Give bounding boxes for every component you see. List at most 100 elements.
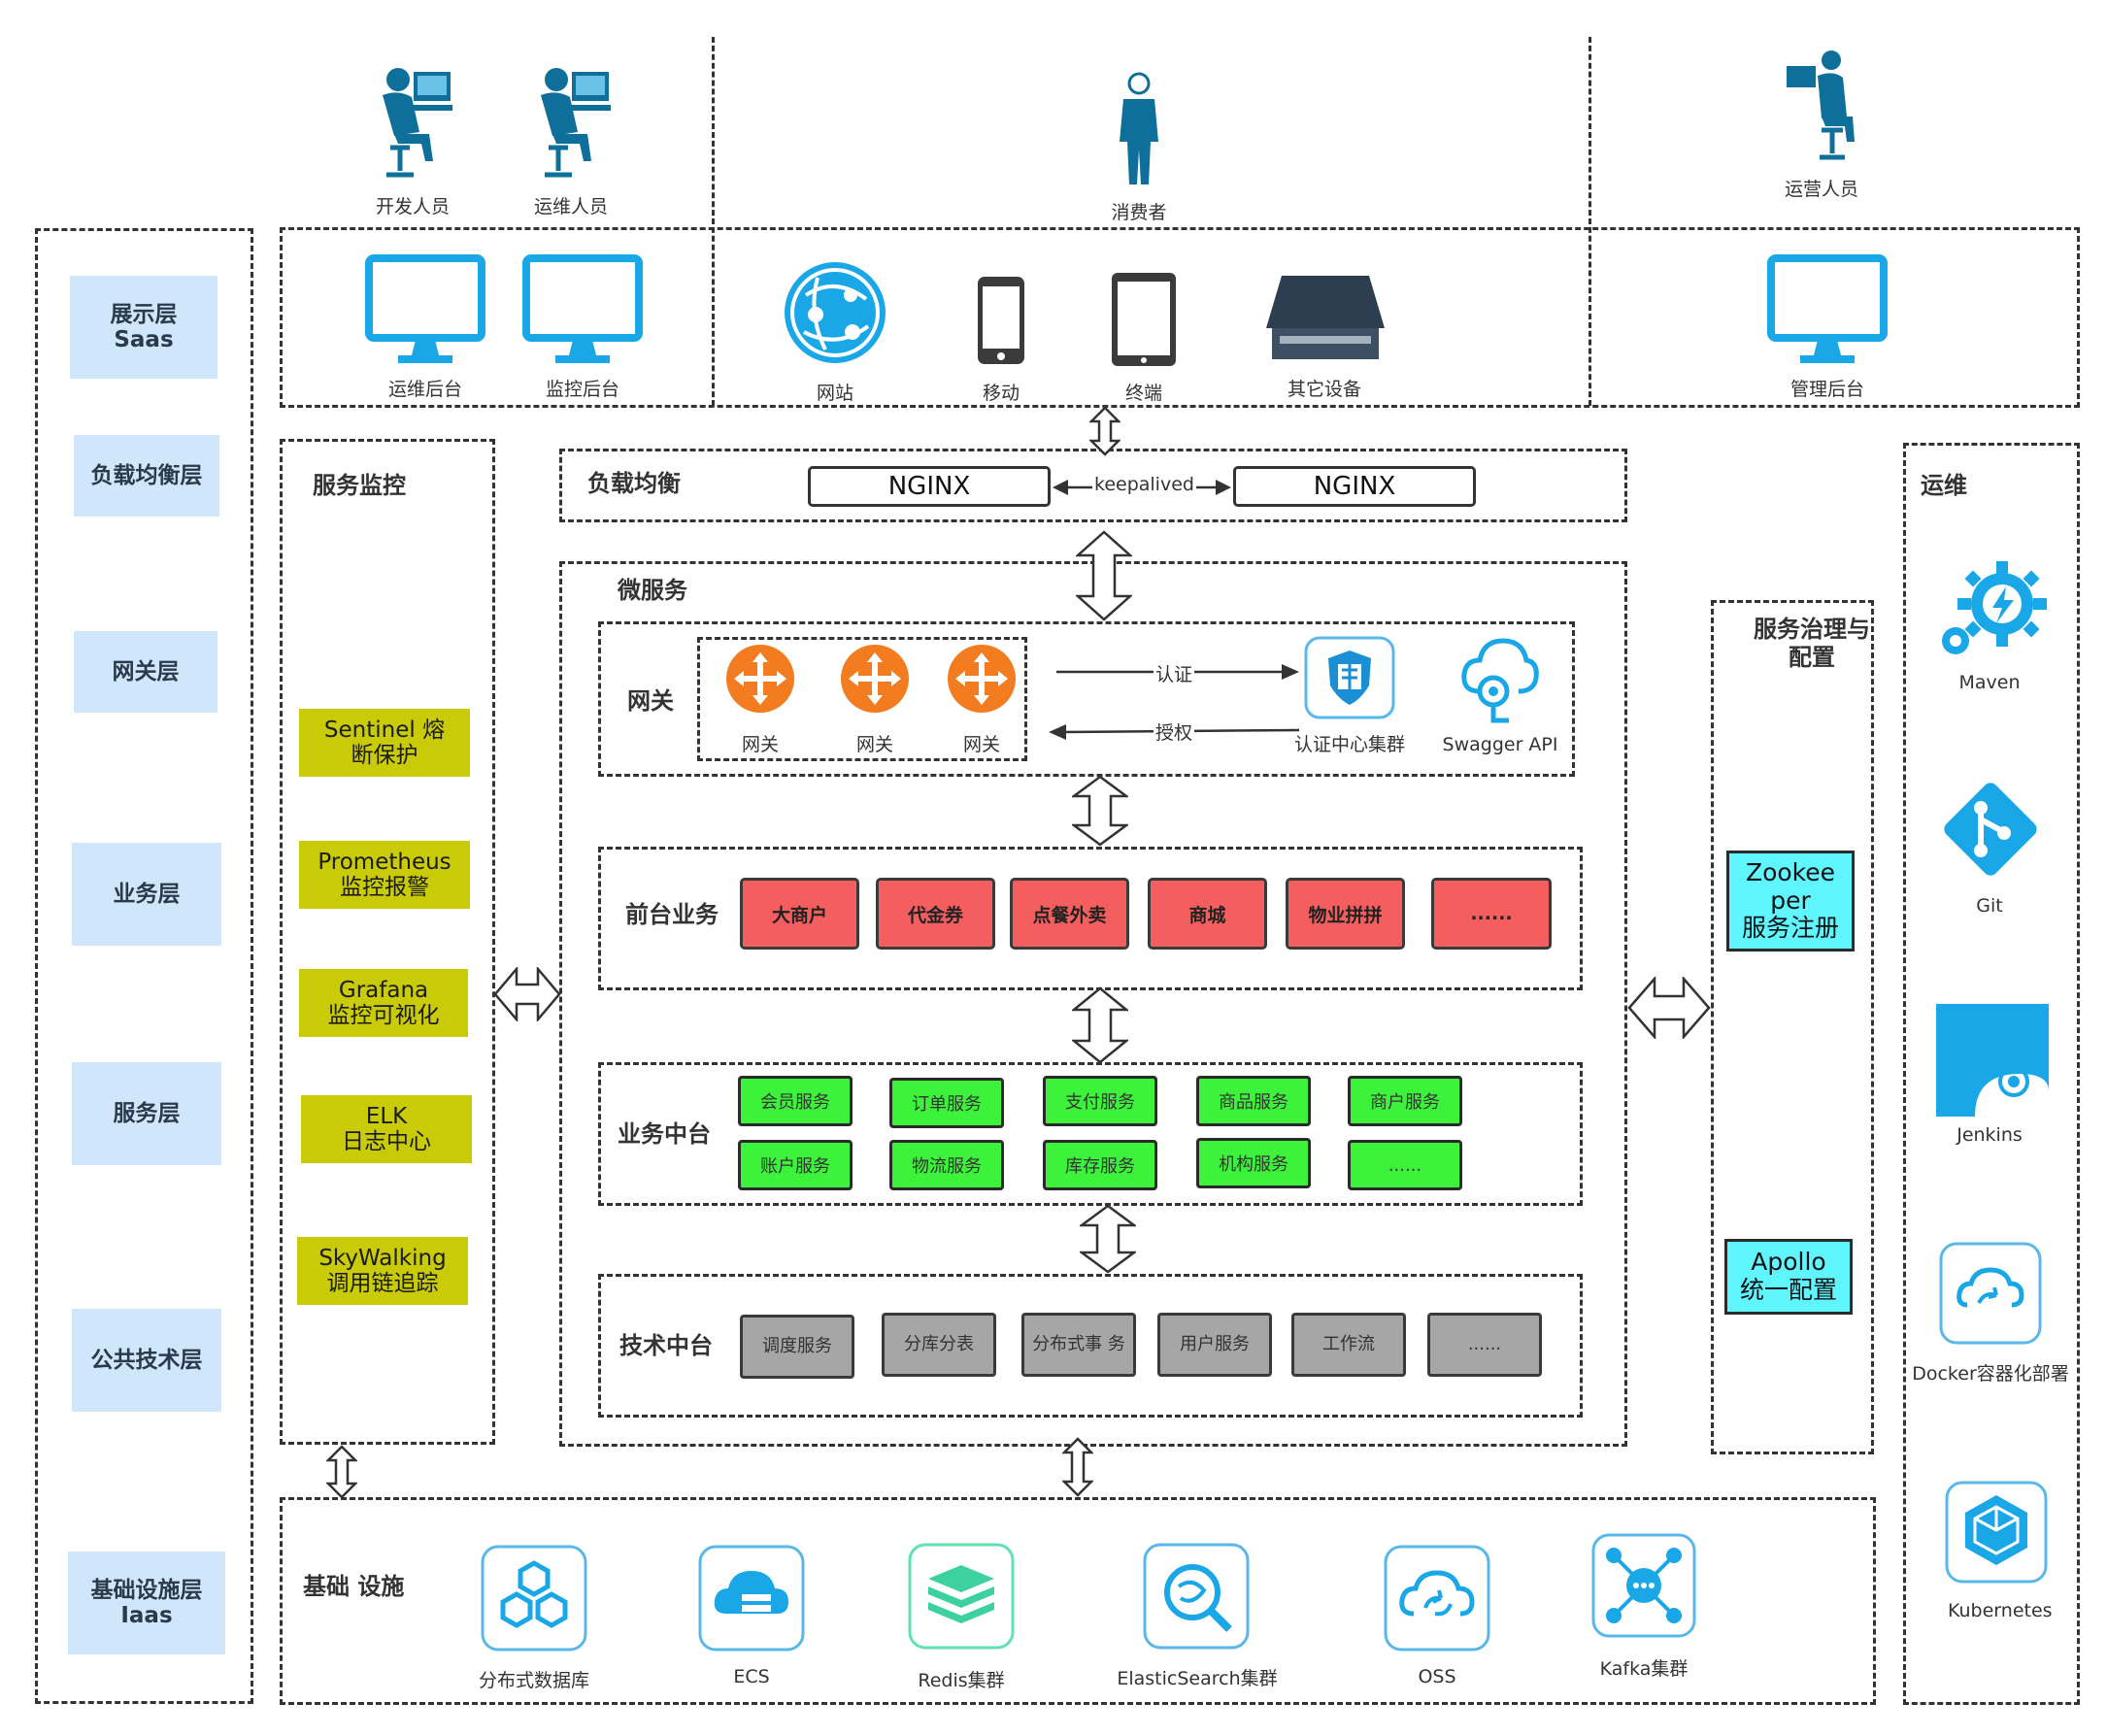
ops-person-icon bbox=[541, 68, 611, 178]
zookeeper-box: Zookee per 服务注册 bbox=[1726, 851, 1855, 951]
gateway-node-label-1: 网关 bbox=[741, 734, 779, 755]
microservices-title: 微服务 bbox=[618, 577, 687, 604]
gateway-router-icon-1 bbox=[726, 645, 794, 713]
admin-console-label: 管理后台 bbox=[1789, 379, 1864, 400]
terminal-label: 终端 bbox=[1124, 383, 1162, 404]
tech-service-3: 分布式事 务 bbox=[1021, 1313, 1136, 1377]
grafana-box: Grafana 监控可视化 bbox=[299, 969, 468, 1037]
redis-label: Redis集群 bbox=[918, 1670, 1005, 1691]
middle-service-3: 支付服务 bbox=[1043, 1076, 1157, 1126]
gateway-cluster bbox=[697, 637, 1027, 761]
business-middle-title: 业务中台 bbox=[618, 1120, 711, 1148]
layer-presentation: 展示层 Saas bbox=[70, 276, 217, 379]
redis-icon bbox=[908, 1543, 1015, 1650]
separator-left bbox=[712, 37, 715, 406]
maven-label: Maven bbox=[1958, 672, 2021, 693]
elk-box: ELK 日志中心 bbox=[301, 1095, 472, 1163]
gateway-node-label-3: 网关 bbox=[962, 734, 1000, 755]
auth-center-label: 认证中心集群 bbox=[1293, 734, 1405, 755]
nginx-backup-box: NGINX bbox=[1233, 466, 1476, 507]
sentinel-box: Sentinel 熔 断保护 bbox=[299, 709, 470, 777]
nginx-primary-box: NGINX bbox=[808, 466, 1051, 507]
git-icon bbox=[1944, 783, 2037, 876]
tech-middle-panel bbox=[598, 1274, 1583, 1418]
consumer-label: 消费者 bbox=[1111, 202, 1167, 223]
frontend-item-6: ...... bbox=[1431, 878, 1552, 950]
terminal-tablet-icon bbox=[1112, 273, 1176, 366]
ecs-label: ECS bbox=[733, 1666, 770, 1687]
middle-service-10: ...... bbox=[1348, 1140, 1462, 1190]
layer-gateway: 网关层 bbox=[74, 631, 217, 713]
ops-console-monitor-icon bbox=[365, 254, 485, 363]
frontend-item-3: 点餐外卖 bbox=[1010, 878, 1129, 950]
website-label: 网站 bbox=[816, 383, 853, 404]
tech-service-6: ...... bbox=[1427, 1313, 1542, 1377]
website-globe-icon bbox=[785, 262, 886, 363]
infrastructure-panel bbox=[280, 1497, 1876, 1705]
auth-arrow-label: 认证 bbox=[1154, 660, 1195, 686]
auth-center-shield-icon bbox=[1304, 636, 1395, 719]
frontend-business-panel bbox=[598, 847, 1583, 990]
tech-service-2: 分库分表 bbox=[882, 1313, 996, 1377]
monitoring-panel bbox=[280, 439, 495, 1445]
middle-service-6: 账户服务 bbox=[738, 1140, 853, 1190]
separator-right bbox=[1589, 37, 1591, 406]
gateway-panel bbox=[598, 621, 1575, 777]
oss-label: OSS bbox=[1418, 1666, 1456, 1687]
elasticsearch-label: ElasticSearch集群 bbox=[1117, 1668, 1278, 1689]
devops-title: 运维 bbox=[1921, 472, 1967, 499]
governance-panel bbox=[1711, 600, 1874, 1454]
middle-service-4: 商品服务 bbox=[1196, 1076, 1311, 1126]
arrow-clients-to-lb bbox=[1089, 406, 1120, 456]
devops-panel bbox=[1903, 443, 2080, 1705]
arrow-lb-to-micro bbox=[1076, 530, 1132, 621]
apollo-box: Apollo 统一配置 bbox=[1724, 1239, 1853, 1315]
jenkins-icon bbox=[1936, 1004, 2049, 1117]
middle-service-7: 物流服务 bbox=[889, 1140, 1004, 1190]
middle-service-1: 会员服务 bbox=[738, 1076, 853, 1126]
admin-console-monitor-icon bbox=[1767, 254, 1888, 363]
frontend-item-4: 商城 bbox=[1148, 878, 1267, 950]
client-row bbox=[280, 227, 2080, 408]
layer-business: 业务层 bbox=[72, 843, 221, 946]
oss-icon bbox=[1384, 1545, 1490, 1652]
tech-service-4: 用户服务 bbox=[1157, 1313, 1272, 1377]
arrow-monitor-to-micro bbox=[493, 967, 561, 1021]
ops-person-label: 运维人员 bbox=[533, 196, 608, 217]
frontend-item-5: 物业拼拼 bbox=[1286, 878, 1405, 950]
distributed-db-label: 分布式数据库 bbox=[478, 1670, 589, 1691]
other-devices-scanner-icon bbox=[1266, 276, 1385, 359]
layer-load-balancing: 负载均衡层 bbox=[74, 435, 219, 517]
ecs-icon bbox=[698, 1545, 805, 1652]
mobile-label: 移动 bbox=[982, 383, 1020, 404]
infrastructure-title: 基础 设施 bbox=[303, 1573, 405, 1600]
frontend-item-1: 大商户 bbox=[740, 878, 859, 950]
load-balancer-panel bbox=[559, 449, 1627, 522]
mobile-phone-icon bbox=[978, 277, 1024, 364]
operator-label: 运营人员 bbox=[1784, 179, 1858, 200]
layer-column bbox=[35, 228, 253, 1704]
middle-service-5: 商户服务 bbox=[1348, 1076, 1462, 1126]
layer-infrastructure: 基础设施层 Iaas bbox=[68, 1552, 225, 1654]
gateway-router-icon-2 bbox=[841, 645, 909, 713]
business-middle-panel bbox=[598, 1062, 1583, 1206]
middle-service-8: 库存服务 bbox=[1043, 1140, 1157, 1190]
swagger-cloud-icon bbox=[1461, 638, 1539, 723]
maven-gear-icon bbox=[1942, 561, 2047, 654]
grant-arrow-label: 授权 bbox=[1154, 718, 1195, 745]
middle-service-2: 订单服务 bbox=[889, 1078, 1004, 1128]
consumer-icon bbox=[1120, 72, 1158, 184]
tech-service-1: 调度服务 bbox=[740, 1315, 854, 1379]
docker-icon bbox=[1939, 1242, 2042, 1345]
tech-middle-title: 技术中台 bbox=[619, 1332, 713, 1359]
tech-service-5: 工作流 bbox=[1291, 1313, 1406, 1377]
skywalking-box: SkyWalking 调用链追踪 bbox=[297, 1237, 468, 1305]
kafka-icon bbox=[1591, 1533, 1696, 1638]
middle-service-9: 机构服务 bbox=[1196, 1138, 1311, 1188]
arrow-micro-to-infra bbox=[1062, 1437, 1093, 1497]
developer-icon bbox=[383, 68, 452, 178]
prometheus-box: Prometheus 监控报警 bbox=[299, 841, 470, 909]
swagger-label: Swagger API bbox=[1442, 734, 1558, 755]
jenkins-label: Jenkins bbox=[1956, 1124, 2023, 1146]
docker-label: Docker容器化部署 bbox=[1912, 1363, 2069, 1385]
